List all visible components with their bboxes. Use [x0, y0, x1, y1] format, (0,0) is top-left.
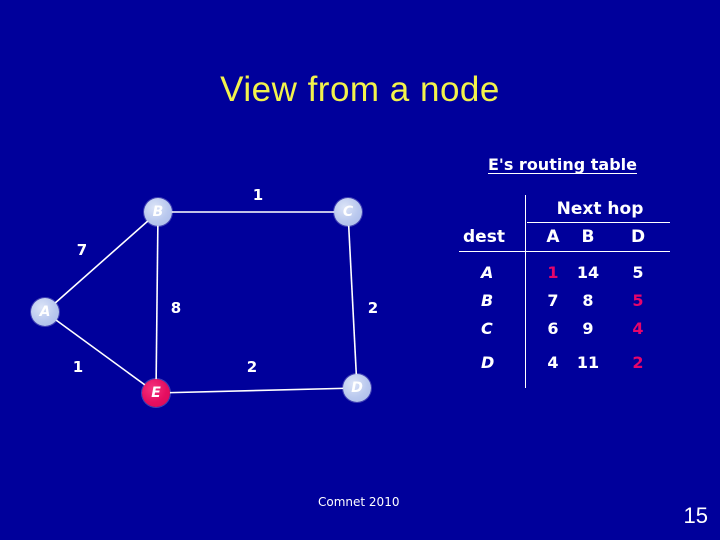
graph-node-e[interactable]: E	[142, 379, 170, 407]
edge-c-d	[347, 211, 358, 389]
table-row-label-b: B	[481, 291, 494, 310]
edge-a-e	[44, 311, 157, 394]
routing-table-col-d: D	[630, 227, 646, 247]
rule-vertical-separator	[525, 195, 526, 388]
routing-table-title: E's routing table	[488, 155, 637, 174]
rule-under-next-hop	[527, 222, 670, 223]
routing-table-group-header: Next hop	[556, 199, 644, 219]
page-title: View from a node	[220, 70, 500, 109]
table-cell-b-d: 5	[632, 291, 644, 310]
graph-node-d[interactable]: D	[343, 374, 371, 402]
routing-table: E's routing table Next hop dest A B D A …	[455, 155, 685, 395]
rule-under-header-row	[459, 251, 670, 252]
graph-node-a[interactable]: A	[31, 298, 59, 326]
table-cell-b-a: 7	[547, 291, 559, 310]
table-cell-a-d: 5	[632, 263, 644, 282]
table-cell-b-b: 8	[582, 291, 594, 310]
table-cell-d-d: 2	[632, 353, 644, 372]
graph-node-c[interactable]: C	[334, 198, 362, 226]
edge-e-d	[155, 387, 358, 394]
table-cell-c-d: 4	[632, 319, 644, 338]
table-cell-a-b: 14	[576, 263, 600, 282]
table-row-label-d: D	[481, 353, 495, 372]
graph-edges-svg	[44, 211, 358, 394]
table-cell-c-a: 6	[547, 319, 559, 338]
edge-label-e-d: 2	[246, 358, 258, 376]
edge-label-a-e: 1	[72, 358, 84, 376]
table-row-label-a: A	[481, 263, 494, 282]
graph-node-b[interactable]: B	[144, 198, 172, 226]
routing-table-col-a: A	[546, 227, 560, 247]
edge-label-b-e: 8	[170, 299, 182, 317]
table-cell-a-a: 1	[547, 263, 559, 282]
table-row-label-c: C	[481, 319, 493, 338]
edge-b-e	[155, 211, 159, 394]
edge-label-c-d: 2	[367, 299, 379, 317]
edge-a-b	[44, 211, 159, 313]
edge-label-a-b: 7	[76, 241, 88, 259]
table-cell-d-b: 11	[576, 353, 600, 372]
network-graph: 7 1 1 8 2 2 A B C D E	[31, 186, 379, 407]
edge-label-b-c: 1	[252, 186, 264, 204]
table-cell-d-a: 4	[547, 353, 559, 372]
routing-table-col-b: B	[581, 227, 595, 247]
table-cell-c-b: 9	[582, 319, 594, 338]
routing-table-dest-header: dest	[463, 227, 505, 247]
page-number: 15	[683, 503, 708, 528]
slide-footer: Comnet 2010	[318, 495, 400, 509]
